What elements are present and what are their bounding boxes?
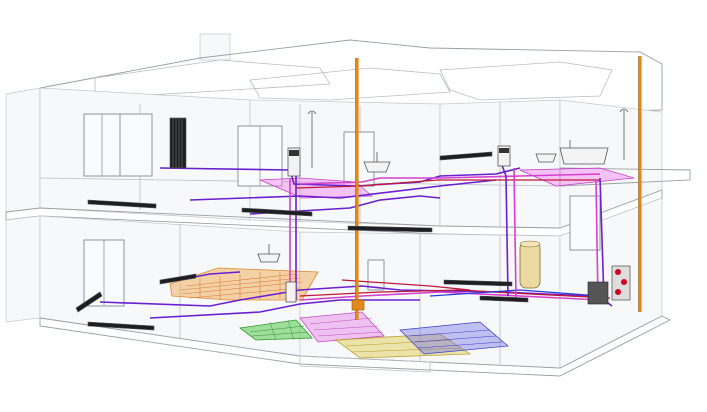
heating-pipe-upper xyxy=(299,173,601,185)
window-lower-small xyxy=(367,259,385,291)
floor-loop-magenta xyxy=(299,311,385,343)
supply-pipe-upper-2 xyxy=(189,179,497,201)
radiator-icon xyxy=(443,279,513,287)
drop-pipe-right-2 xyxy=(513,167,517,299)
radiator-icon xyxy=(347,225,433,233)
floor-loop-upper-right xyxy=(519,167,635,187)
heating-riser-right xyxy=(595,179,599,303)
sink-icon xyxy=(363,152,391,173)
left-bay-upper xyxy=(5,87,41,213)
toilet-icon xyxy=(285,281,297,303)
risers xyxy=(351,56,642,320)
upper-room-top-right xyxy=(439,61,613,101)
cold-water-pipe xyxy=(429,289,601,297)
radiator-icon xyxy=(439,151,493,161)
radiator-icon xyxy=(87,321,155,331)
branch-lower-mid xyxy=(341,279,471,291)
floor-heating-loops xyxy=(169,167,635,359)
sink-icon xyxy=(535,153,557,163)
bathtub-icon xyxy=(559,140,609,165)
radiator-icon xyxy=(87,199,157,209)
floor-loop-blue xyxy=(399,321,509,355)
window-lower-side xyxy=(569,195,601,251)
radiators xyxy=(75,117,529,331)
window-upper-left-2 xyxy=(119,113,153,177)
sink-icon xyxy=(257,244,281,263)
toilet-icon xyxy=(287,147,301,177)
radiator-icon xyxy=(169,117,187,169)
radiator-icon xyxy=(241,207,313,217)
upper-room-top-mid xyxy=(249,67,451,101)
fixtures xyxy=(257,108,631,305)
supply-pipe-lower-2 xyxy=(149,299,420,319)
radiator-icon xyxy=(75,291,103,313)
heating-pipe-lower xyxy=(299,291,601,301)
return-pipe-lower xyxy=(299,289,611,299)
chimney xyxy=(199,33,231,61)
front-step xyxy=(299,355,431,373)
floor-loop-green xyxy=(238,319,313,341)
left-bay-lower xyxy=(5,215,41,323)
boiler-icon xyxy=(519,240,541,289)
upper-room-top-left xyxy=(94,59,331,99)
window-upper-bath xyxy=(343,131,375,187)
toilet-icon xyxy=(497,145,511,167)
return-pipe-upper xyxy=(295,179,600,189)
radiator-icon xyxy=(479,295,529,303)
shower-icon xyxy=(619,108,629,160)
radiator-icon xyxy=(159,273,197,285)
supply-pipe-upper-3 xyxy=(249,195,441,215)
shower-icon xyxy=(307,110,317,168)
pump-manifold-icon xyxy=(587,265,631,305)
